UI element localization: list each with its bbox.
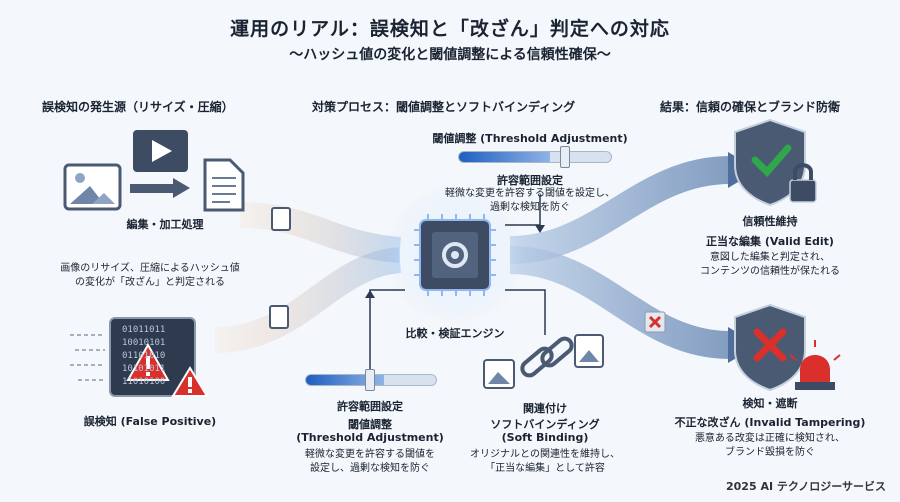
edit-description: 画像のリサイズ、圧縮によるハッシュ値 の変化が「改ざん」と判定される [60,263,240,288]
detect-desc: 悪意ある改変は正確に検知され、 ブランド毀損を防ぐ [694,433,846,458]
document-icon [203,158,245,212]
section-middle-heading: 対策プロセス：閾値調整とソフトバインディング [312,100,576,114]
image-icon [63,163,122,211]
br-desc: オリジナルとの関連性を維持し、 「正当な編集」として許容 [470,449,620,474]
trust-heading: 正当な編集 (Valid Edit) [706,235,834,248]
bl-heading: 閾値調整 [348,418,392,431]
section-right-heading: 結果：信頼の確保とブランド防衛 [660,100,841,114]
flow-bottom-left [214,247,402,353]
threshold-top-sub: 許容範囲設定 [497,174,563,187]
image-pair-icon [483,334,604,389]
threshold-top-desc: 軽微な変更を許容する閾値を設定し、 過剰な検知を防ぐ [445,188,615,213]
detect-heading: 不正な改ざん (Invalid Tampering) [674,416,866,429]
page-subtitle: 〜ハッシュ値の変化と閾値調整による信頼性確保〜 [289,47,611,63]
br-heading2: (Soft Binding) [501,431,589,444]
trust-desc: 意図した編集と判定され、 コンテンツの信頼性が保たれる [700,252,840,277]
footer-credit: 2025 AI テクノロジーサービス [726,480,886,493]
bl-title: 許容範囲設定 [337,400,403,413]
flowing-document-icon [269,207,291,329]
flow-top-right [509,156,731,264]
blocked-doc-icon [644,311,666,333]
threshold-top-knob[interactable] [560,146,570,168]
link-chain-icon [520,336,574,378]
br-title: 関連付け [523,402,567,415]
flow-top-left [239,202,402,263]
engine-chip-icon [414,214,496,296]
alarm-light-icon [789,340,841,390]
lock-icon [789,163,817,203]
threshold-top-slider[interactable] [458,151,612,163]
engine-label: 比較・検証エンジン [405,327,505,340]
video-icon [133,130,188,172]
warning-icon [126,342,209,397]
bl-desc: 軽微な変更を許容する閾値を 設定し、過剰な検知を防ぐ [305,449,435,474]
shield-check-icon [734,118,806,207]
shield-x-icon [734,303,806,392]
flow-bottom-right [509,246,731,359]
trust-title: 信頼性維持 [742,215,798,228]
speed-lines [70,334,105,381]
section-left-heading: 誤検知の発生源（リサイズ・圧縮） [42,100,234,114]
page-title: 運用のリアル：誤検知と「改ざん」判定への対応 [230,18,670,40]
arrow-right-icon [130,178,190,198]
threshold-top-heading: 閾値調整 (Threshold Adjustment) [432,132,628,145]
edit-label: 編集・加工処理 [126,218,204,231]
br-heading: ソフトバインディング [490,418,600,431]
false-positive-label: 誤検知 (False Positive) [83,415,217,428]
detect-title: 検知・遮断 [742,397,798,410]
threshold-bottom-knob[interactable] [365,369,375,391]
bl-heading2: (Threshold Adjustment) [296,431,444,444]
binary-text: 01011011 10010101 01101010 10101011 1101… [122,325,166,387]
